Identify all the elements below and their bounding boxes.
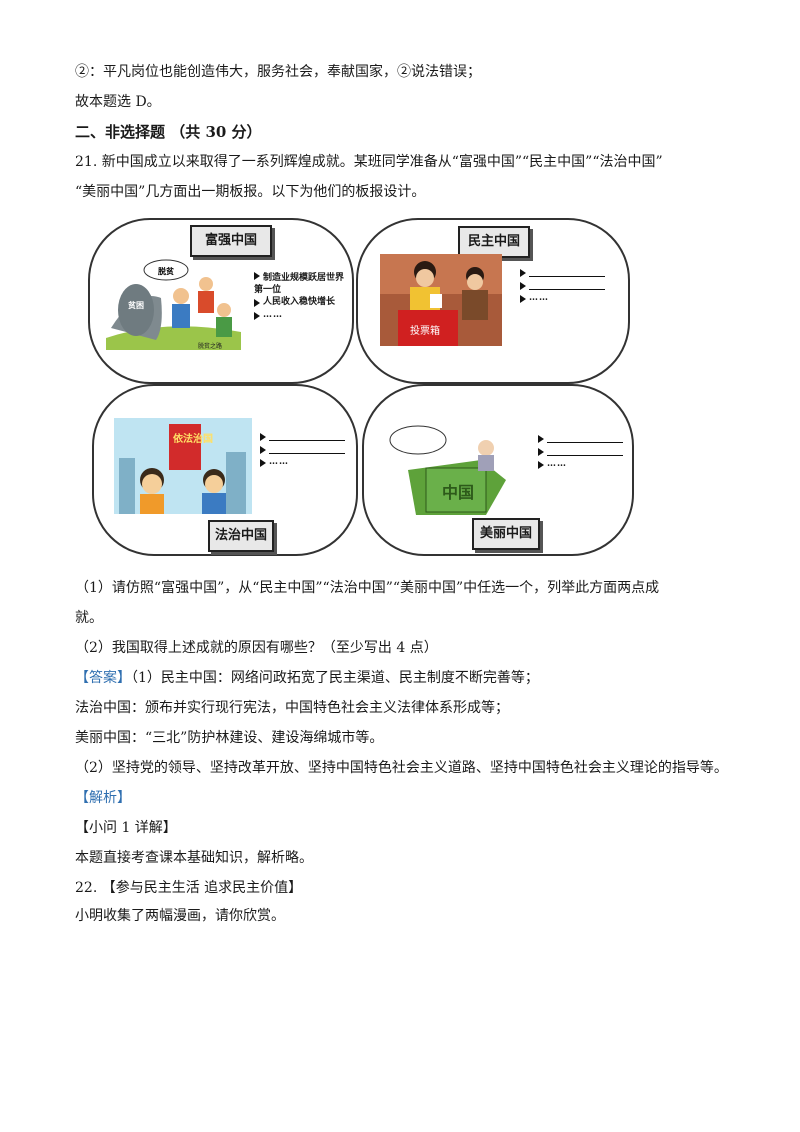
panel-label: 富强中国 bbox=[190, 225, 272, 257]
image-caption: 脱贫之路 bbox=[198, 342, 222, 350]
bullet-item: …… bbox=[547, 459, 567, 469]
poverty-cartoon-image: 脱贫 贫困 脱贫之路 bbox=[106, 259, 241, 350]
panel-label: 美丽中国 bbox=[472, 518, 540, 550]
text-line: ②：平凡岗位也能创造伟大，服务社会，奉献国家，②说法错误； bbox=[75, 64, 481, 80]
answer-line: 【答案】（1）民主中国：网络问政拓宽了民主渠道、民主制度不断完善等； bbox=[75, 668, 539, 688]
bullet-item: 人民收入稳快增长 bbox=[263, 297, 336, 307]
detail-tag: 【小问 1 详解】 bbox=[75, 820, 177, 836]
bullet-item: …… bbox=[269, 457, 289, 467]
image-caption: 贫困 bbox=[127, 300, 144, 310]
answer-text: 法治中国：颁布并实行现行宪法，中国特色社会主义法律体系形成等； bbox=[75, 700, 509, 716]
bullet-list: …… bbox=[520, 266, 605, 305]
bullet-item: …… bbox=[263, 310, 283, 320]
answer-text: （2）坚持党的领导、坚持改革开放、坚持中国特色社会主义道路、坚持中国特色社会主义… bbox=[75, 760, 728, 776]
image-caption: 中国 bbox=[442, 483, 474, 502]
sub-question-2: （2）我国取得上述成就的原因有哪些？（至少写出 4 点） bbox=[75, 640, 438, 656]
image-caption: 投票箱 bbox=[410, 324, 440, 337]
bullet-list: …… bbox=[538, 432, 623, 471]
panel-label: 民主中国 bbox=[458, 226, 530, 258]
sub-question-1: 就。 bbox=[75, 610, 103, 626]
beautiful-china-image: 中国 bbox=[389, 425, 506, 515]
image-caption: 依法治国 bbox=[173, 432, 213, 445]
text-line: 故本题选 D。 bbox=[75, 94, 161, 110]
bullet-item: …… bbox=[529, 293, 549, 303]
bullet-item: 制造业规模跃居世界第一位 bbox=[254, 273, 345, 295]
question-21-text: 21. 新中国成立以来取得了一系列辉煌成就。某班同学准备从“富强中国”“民主中国… bbox=[75, 154, 663, 170]
rule-of-law-image: 依法治国 bbox=[114, 418, 252, 514]
answer-tag: 【答案】 bbox=[75, 670, 131, 686]
bullet-list: …… bbox=[260, 430, 345, 469]
answer-text: 美丽中国：“三北”防护林建设、建设海绵城市等。 bbox=[75, 730, 384, 746]
bullet-list: 制造业规模跃居世界第一位 人民收入稳快增长 …… bbox=[254, 272, 344, 322]
analysis-tag: 【解析】 bbox=[75, 790, 131, 806]
voting-image: 投票箱 bbox=[380, 254, 502, 346]
answer-text: （1）民主中国：网络问政拓宽了民主渠道、民主制度不断完善等； bbox=[131, 670, 539, 686]
question-22-title: 22. 【参与民主生活 追求民主价值】 bbox=[75, 880, 303, 896]
panel-label: 法治中国 bbox=[208, 520, 274, 552]
question-21-text: “美丽中国”几方面出一期板报。以下为他们的板报设计。 bbox=[75, 184, 426, 200]
section-heading: 二、非选择题 （共 30 分） bbox=[75, 123, 262, 141]
sub-question-1: （1）请仿照“富强中国”，从“民主中国”“法治中国”“美丽中国”中任选一个，列举… bbox=[75, 580, 660, 596]
question-22-text: 小明收集了两幅漫画，请你欣赏。 bbox=[75, 908, 285, 924]
image-caption: 脱贫 bbox=[158, 266, 175, 276]
detail-text: 本题直接考查课本基础知识，解析略。 bbox=[75, 850, 313, 866]
